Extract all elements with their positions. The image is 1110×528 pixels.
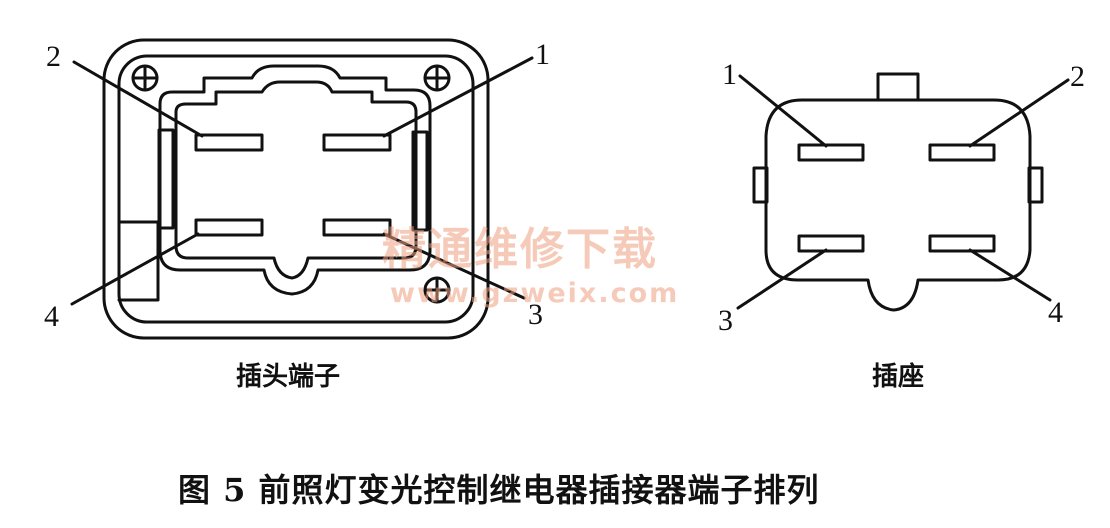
socket-terminal-3 xyxy=(797,234,865,253)
plug-outer-frame xyxy=(102,38,490,340)
plug-latch-notch xyxy=(117,220,160,302)
socket-connector xyxy=(736,72,1070,312)
socket-leader-1 xyxy=(738,74,828,148)
plug-pin-label-4: 4 xyxy=(44,300,59,333)
plug-screw-icon-bottom-right xyxy=(423,276,451,304)
socket-pin-label-4: 4 xyxy=(1048,296,1063,329)
figure-title: 图 5 前照灯变光控制继电器插接器端子排列 xyxy=(178,471,820,509)
plug-terminal-3 xyxy=(322,218,392,237)
plug-connector xyxy=(70,38,534,340)
socket-leader-4 xyxy=(968,248,1052,302)
plug-pin-label-1: 1 xyxy=(535,38,550,71)
socket-leader-2 xyxy=(968,78,1070,148)
plug-leader-2 xyxy=(72,60,204,138)
plug-screw-icon-top-left xyxy=(131,64,159,92)
socket-pin-label-3: 3 xyxy=(718,304,733,337)
socket-pin-label-1: 1 xyxy=(722,58,737,91)
watermark-url: www.gzweix.com xyxy=(390,278,680,309)
plug-side-rib-left xyxy=(157,128,175,230)
plug-terminal-1 xyxy=(322,133,392,152)
plug-side-rib-right xyxy=(411,130,429,232)
plug-pin-label-2: 2 xyxy=(46,40,61,73)
socket-housing xyxy=(764,98,1032,312)
socket-terminal-1 xyxy=(797,143,865,162)
plug-terminal-2 xyxy=(194,133,264,152)
watermark-text: 精通维修下载 xyxy=(382,224,658,275)
plug-inner-frame xyxy=(117,54,475,324)
plug-pin-label-3: 3 xyxy=(528,298,543,331)
plug-leader-1 xyxy=(382,56,534,138)
plug-leader-3 xyxy=(382,232,526,300)
plug-terminal-4 xyxy=(194,218,264,237)
plug-cavity-inner-outline xyxy=(174,80,418,280)
socket-terminal-4 xyxy=(928,234,996,253)
socket-leader-3 xyxy=(736,248,828,310)
plug-cavity-outline xyxy=(158,64,432,296)
plug-leader-4 xyxy=(70,232,200,306)
socket-pin-label-2: 2 xyxy=(1070,60,1085,93)
socket-caption: 插座 xyxy=(872,362,925,392)
plug-screw-icon-top-right xyxy=(423,64,451,92)
plug-caption: 插头端子 xyxy=(236,362,341,392)
socket-top-tab xyxy=(876,72,920,102)
socket-terminal-2 xyxy=(928,143,996,162)
